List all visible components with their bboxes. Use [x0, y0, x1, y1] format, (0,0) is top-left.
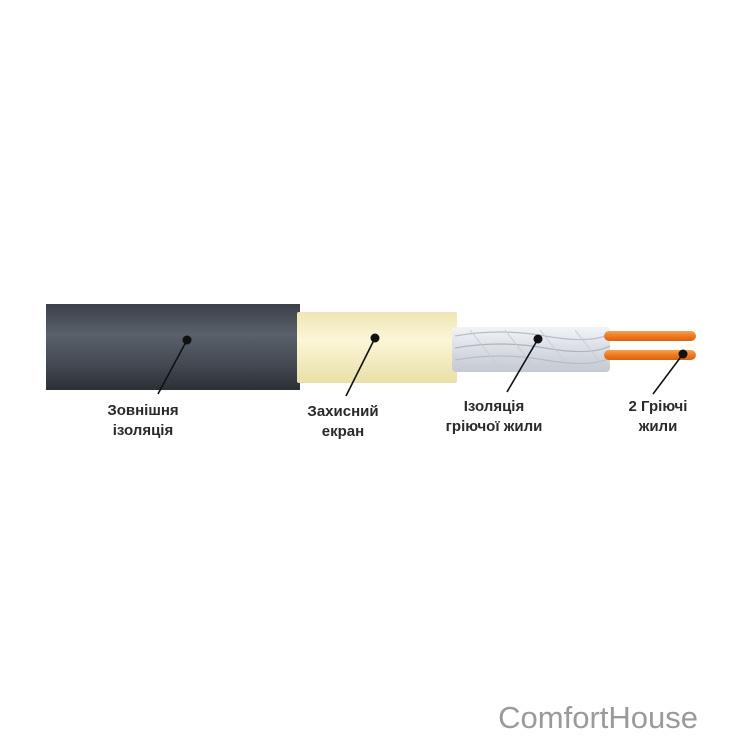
- heating-cores: [604, 331, 696, 360]
- label-outer-insulation-line1: Зовнішня: [107, 402, 179, 419]
- leader-heating-cores: [652, 349, 688, 395]
- leader-outer-insulation: [157, 335, 192, 395]
- label-protective-screen-line2: екран: [321, 423, 365, 440]
- leader-core-insulation: [506, 334, 543, 393]
- leader-protective-screen: [345, 333, 380, 397]
- label-heating-cores-line2: жили: [638, 418, 678, 435]
- label-outer-insulation-line2: ізоляція: [112, 422, 174, 439]
- label-heating-cores-line1: 2 Гріючі: [628, 398, 688, 415]
- label-protective-screen-line1: Захисний: [307, 403, 379, 420]
- outer-insulation-layer: [46, 304, 300, 390]
- label-outer-insulation: Зовнішня ізоляція: [88, 401, 198, 441]
- label-core-insulation-line1: Ізоляція: [463, 398, 525, 415]
- label-core-insulation-line2: гріючої жили: [445, 418, 543, 435]
- label-heating-cores: 2 Гріючі жили: [603, 397, 713, 437]
- protective-screen-layer: [297, 312, 457, 383]
- label-protective-screen: Захисний екран: [288, 402, 398, 442]
- label-core-insulation: Ізоляція гріючої жили: [424, 397, 564, 437]
- watermark-text: ComfortHouse: [498, 700, 698, 735]
